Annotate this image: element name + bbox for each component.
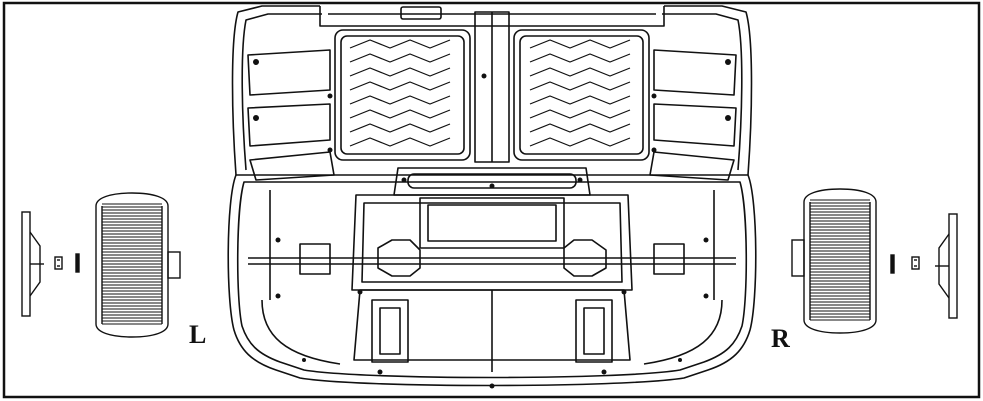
left-washer — [75, 253, 80, 273]
left-hub-stub — [167, 251, 181, 279]
right-hub-cap — [948, 213, 958, 319]
left-nut — [54, 256, 63, 270]
left-wheel-assembly — [21, 192, 181, 338]
right-washer — [890, 254, 895, 274]
left-tire — [95, 192, 169, 338]
right-hub-stub — [791, 239, 805, 277]
right-side-label: R — [771, 324, 790, 353]
right-tire-tread — [810, 199, 870, 321]
body-fasteners — [253, 59, 731, 389]
right-grille-pattern — [529, 39, 631, 147]
vehicle-underside — [227, 5, 757, 387]
left-tire-tread — [102, 203, 162, 325]
left-side-label: L — [189, 320, 207, 349]
left-grille-pattern — [349, 39, 451, 147]
right-wheel-assembly — [791, 188, 958, 334]
left-hub-cap — [21, 211, 31, 317]
right-nut — [911, 256, 920, 270]
right-tire — [803, 188, 877, 334]
